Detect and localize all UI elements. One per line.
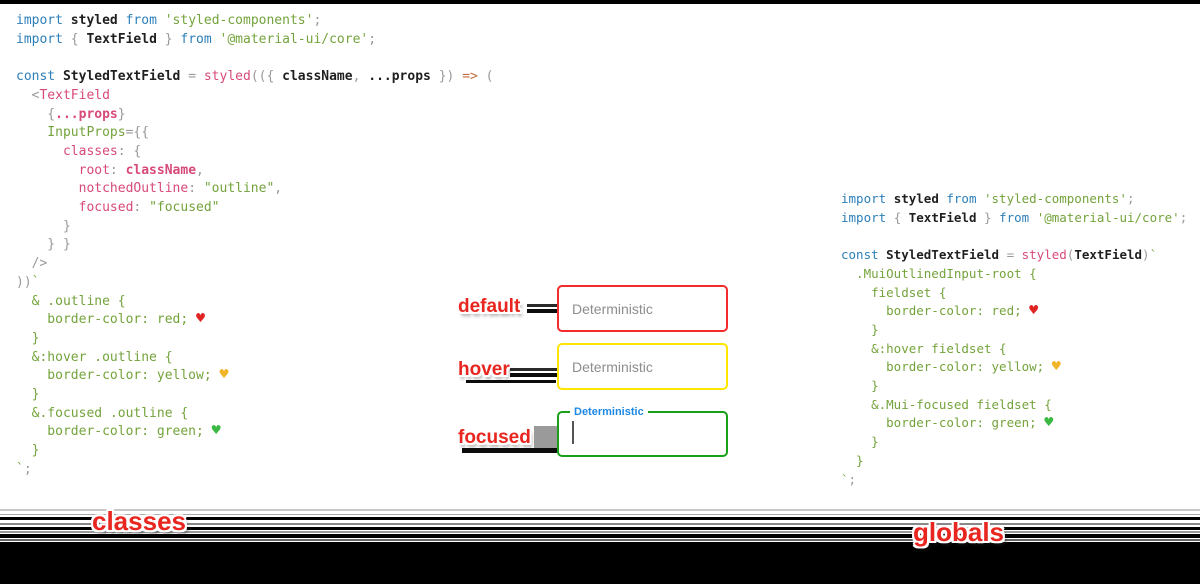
code-line: border-color: red; ♥	[841, 301, 1039, 320]
glitch-stripe	[0, 527, 1200, 530]
code-line: border-color: green; ♥	[16, 421, 221, 440]
glitch-bar	[527, 304, 558, 307]
classes-caption: classes	[92, 506, 186, 536]
glitch-bar	[510, 373, 557, 377]
code-line: fieldset {	[841, 284, 947, 300]
code-line: focused: "focused"	[16, 200, 220, 216]
code-line: import styled from 'styled-components';	[16, 13, 322, 28]
globals-caption: globals	[913, 517, 1005, 547]
code-line: />	[16, 256, 48, 272]
hover-state-label: hover	[458, 359, 510, 380]
code-line: border-color: green; ♥	[841, 413, 1054, 432]
glitch-block	[534, 426, 557, 449]
code-line: InputProps={{	[16, 125, 150, 141]
default-textfield[interactable]: Deterministic	[557, 285, 728, 332]
code-line: & .outline {	[16, 293, 126, 309]
hover-textfield-placeholder: Deterministic	[572, 358, 653, 375]
code-line: }	[16, 387, 40, 403]
code-line: import { TextField } from '@material-ui/…	[16, 31, 377, 47]
glitch-stripe	[0, 523, 1200, 525]
glitch-bar	[462, 448, 557, 453]
default-state-label: default	[458, 296, 521, 317]
code-line: import styled from 'styled-components';	[841, 191, 1135, 206]
default-textfield-placeholder: Deterministic	[572, 300, 653, 317]
classes-code-block: import styled from 'styled-components'; i…	[16, 12, 494, 480]
code-line: border-color: yellow; ♥	[841, 357, 1061, 376]
glitch-bar	[527, 309, 558, 313]
code-line: const StyledTextField = styled(TextField…	[841, 247, 1158, 263]
glitch-stripe	[0, 539, 1200, 541]
glitch-stripe	[0, 509, 1200, 511]
code-line: `;	[16, 461, 32, 477]
code-line	[841, 227, 1187, 246]
glitch-bar	[510, 368, 557, 371]
code-line: }	[841, 378, 879, 394]
code-line: }	[16, 443, 40, 459]
code-line: &:hover fieldset {	[841, 340, 1007, 356]
glitch-black-bar	[0, 542, 1200, 584]
code-line: &:hover .outline {	[16, 349, 173, 365]
hover-textfield[interactable]: Deterministic	[557, 343, 728, 390]
text-cursor	[572, 421, 574, 444]
code-line: border-color: red; ♥	[16, 309, 206, 328]
focused-textfield[interactable]: Deterministic	[557, 405, 728, 457]
code-line: notchedOutline: "outline",	[16, 181, 283, 197]
code-line: root: className,	[16, 162, 204, 178]
code-line: } }	[16, 237, 71, 253]
code-line: {...props}	[16, 106, 126, 122]
code-line: }	[841, 452, 864, 468]
code-line: }	[16, 218, 71, 234]
code-line: }	[16, 330, 40, 346]
glitch-stripe	[0, 531, 1200, 533]
code-line: `;	[841, 471, 857, 487]
code-line: }	[841, 434, 879, 450]
glitch-stripe	[0, 517, 1200, 520]
code-line: &.Mui-focused fieldset {	[841, 396, 1052, 412]
glitch-stripe	[0, 514, 1200, 515]
focused-state-label: focused	[458, 427, 531, 448]
glitch-bar	[466, 380, 556, 383]
code-line: import { TextField } from '@material-ui/…	[841, 209, 1188, 225]
bottom-glitch-band: classes globals	[0, 500, 1200, 584]
code-line	[16, 49, 494, 68]
code-line: &.focused .outline {	[16, 405, 189, 421]
code-line: border-color: yellow; ♥	[16, 365, 229, 384]
top-black-bar	[0, 0, 1200, 4]
focused-textfield-label: Deterministic	[570, 405, 648, 419]
code-line: ))`	[16, 274, 40, 290]
code-line: .MuiOutlinedInput-root {	[841, 265, 1037, 281]
code-line: classes: {	[16, 143, 142, 159]
globals-code-block: import styled from 'styled-components'; i…	[841, 190, 1187, 489]
code-line: <TextField	[16, 87, 110, 103]
code-line: const StyledTextField = styled(({ classN…	[16, 69, 494, 85]
code-line: }	[841, 321, 879, 337]
glitch-stripe	[0, 534, 1200, 538]
